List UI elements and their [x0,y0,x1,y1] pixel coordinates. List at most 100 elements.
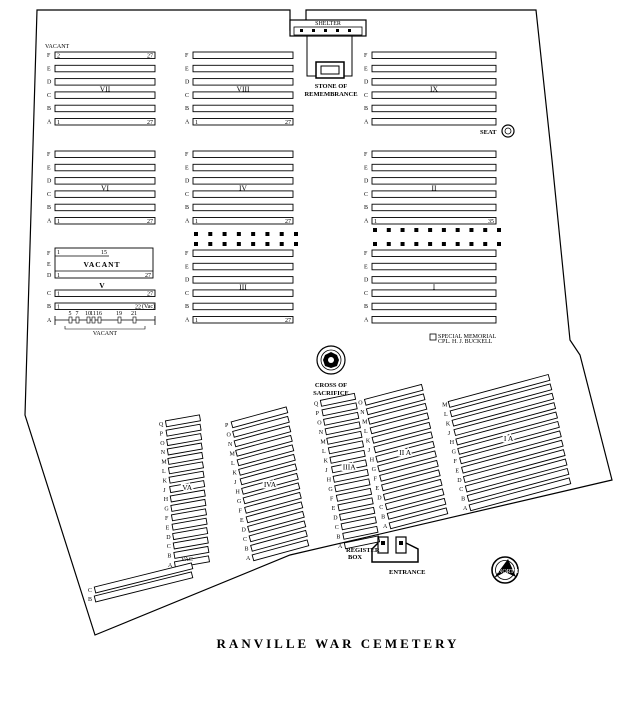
boundary-marker [483,228,488,232]
grave-marker [117,316,122,324]
vacant-block [54,247,154,279]
grave-row [371,78,497,86]
row-letter: A [47,120,52,126]
row-letter: F [47,152,51,158]
row-letter: G [372,467,377,473]
boundary-marker [222,242,227,246]
grave-row [169,489,206,503]
vacant-bracket [64,326,146,330]
row-letter: G [328,487,333,493]
row-letter: D [166,535,171,541]
row-start-number: 1 [57,304,60,310]
row-letter: M [320,440,326,446]
grave-row [384,488,445,511]
grave-row [371,203,497,212]
grave-row [192,262,294,271]
row-letter: K [163,478,168,484]
grave-row [371,289,497,297]
grave-row [235,434,293,457]
row-letter: H [370,458,375,464]
grave-row [371,217,497,225]
grave-row [171,517,208,531]
row-letter: F [364,53,368,59]
grave-row [244,491,302,514]
grave-row [192,302,294,311]
grave-row [192,289,294,297]
boundary-marker [251,232,256,236]
grave-row [335,487,373,502]
row-letter: A [185,120,190,126]
shelter-label: SHELTER [315,21,341,27]
row-letter: B [381,515,385,521]
vac-note: (Vac) [142,303,155,310]
grave-row [166,442,203,456]
boundary-marker [294,232,298,236]
grave-row [167,451,204,465]
grave-row [54,91,156,99]
grave-row [371,163,497,172]
row-letter: L [444,412,448,418]
grave-row [468,477,572,512]
grave-row [93,571,194,603]
row-letter: M [161,460,167,466]
grave-row [164,414,202,428]
row-letter: B [185,205,189,211]
grave-row [239,463,298,486]
row-letter: D [364,179,369,185]
row-letter: A [47,318,52,324]
row-letter: C [335,525,339,531]
row-letter: G [237,499,242,505]
map-title: RANVILLE WAR CEMETERY [217,636,460,651]
boundary-marker [236,232,241,236]
grave-row [170,508,208,522]
grave-row [233,425,292,448]
row-letter: M [362,420,368,426]
boundary-marker [279,242,284,246]
grave-row [241,472,299,495]
row-end-number: 15 [101,250,107,256]
row-letter: E [166,525,170,531]
grave-row [371,104,497,113]
special-memorial-label: SPECIAL MEMORIAL [438,334,497,340]
row-end-number: 27 [147,53,153,59]
grave-row [192,316,294,324]
row-letter: C [47,192,51,198]
boundary-marker [441,228,446,232]
grave-number: 10 [85,311,91,317]
grave-row [236,444,295,467]
row-letter: M [442,403,448,409]
grave-row [382,478,443,501]
grave-row [173,545,210,559]
plot-name: I [433,282,436,291]
grave-row [340,516,377,531]
row-letter: B [47,304,51,310]
boundary-marker [194,232,198,236]
row-letter: F [364,251,368,257]
grave-row [371,177,497,185]
row-letter: E [240,518,244,524]
boundary-marker [222,232,227,236]
grave-row [192,78,294,86]
row-letter: J [368,448,371,454]
boundary-marker [386,242,391,246]
grave-row [54,190,156,198]
row-letter: B [364,106,368,112]
row-letter: D [185,80,190,86]
grave-row [324,421,361,436]
row-letter: B [185,304,189,310]
grave-row [238,453,296,476]
row-letter: C [88,588,92,594]
row-letter: F [374,477,378,483]
grave-row [327,440,365,455]
grave-marker [86,316,91,324]
grave-row [363,383,424,406]
stone-label-line1: STONE OF [315,83,348,90]
entrance-structure: REGISTER BOX ENTRANCE [346,536,425,576]
vacant-label: VACANT [83,260,120,269]
